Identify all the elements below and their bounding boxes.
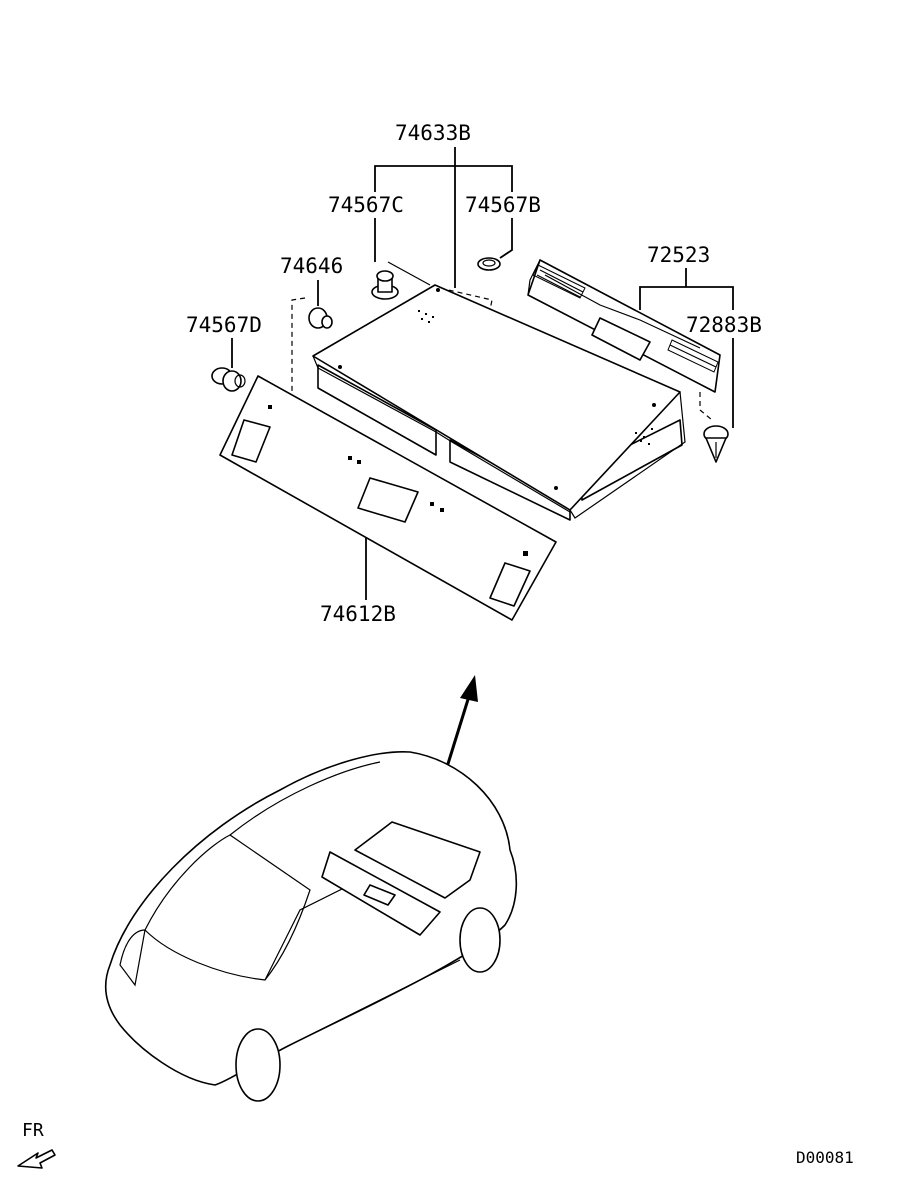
clip-74567c-icon — [371, 270, 399, 300]
clip-74567d-icon — [211, 367, 246, 392]
fastener-74646-icon — [308, 307, 333, 329]
label-clip-left: 74567C — [328, 193, 404, 217]
lower-panel-74612b — [219, 375, 557, 621]
label-lower-panel: 74612B — [320, 602, 396, 626]
front-arrow-icon — [17, 1149, 56, 1169]
label-clip-right: 74567B — [465, 193, 541, 217]
clip-74567b-icon — [477, 257, 501, 271]
diagram-code: D00081 — [796, 1148, 854, 1167]
clip-72883b-icon — [703, 425, 729, 463]
label-fastener-left: 74646 — [280, 254, 343, 278]
label-clip-board-right: 72883B — [686, 313, 762, 337]
board-vent-dots — [418, 310, 653, 445]
label-top-assembly: 74633B — [395, 121, 471, 145]
rear-board-vent-icon — [532, 264, 719, 373]
main-board-74633b — [312, 284, 686, 521]
rear-board-72523 — [527, 259, 721, 393]
front-direction-indicator: FR — [17, 1120, 56, 1169]
label-clip-far-left: 74567D — [186, 313, 262, 337]
fr-label: FR — [22, 1120, 44, 1141]
label-board-assembly: 72523 — [647, 243, 710, 267]
car-outline — [104, 750, 518, 1102]
